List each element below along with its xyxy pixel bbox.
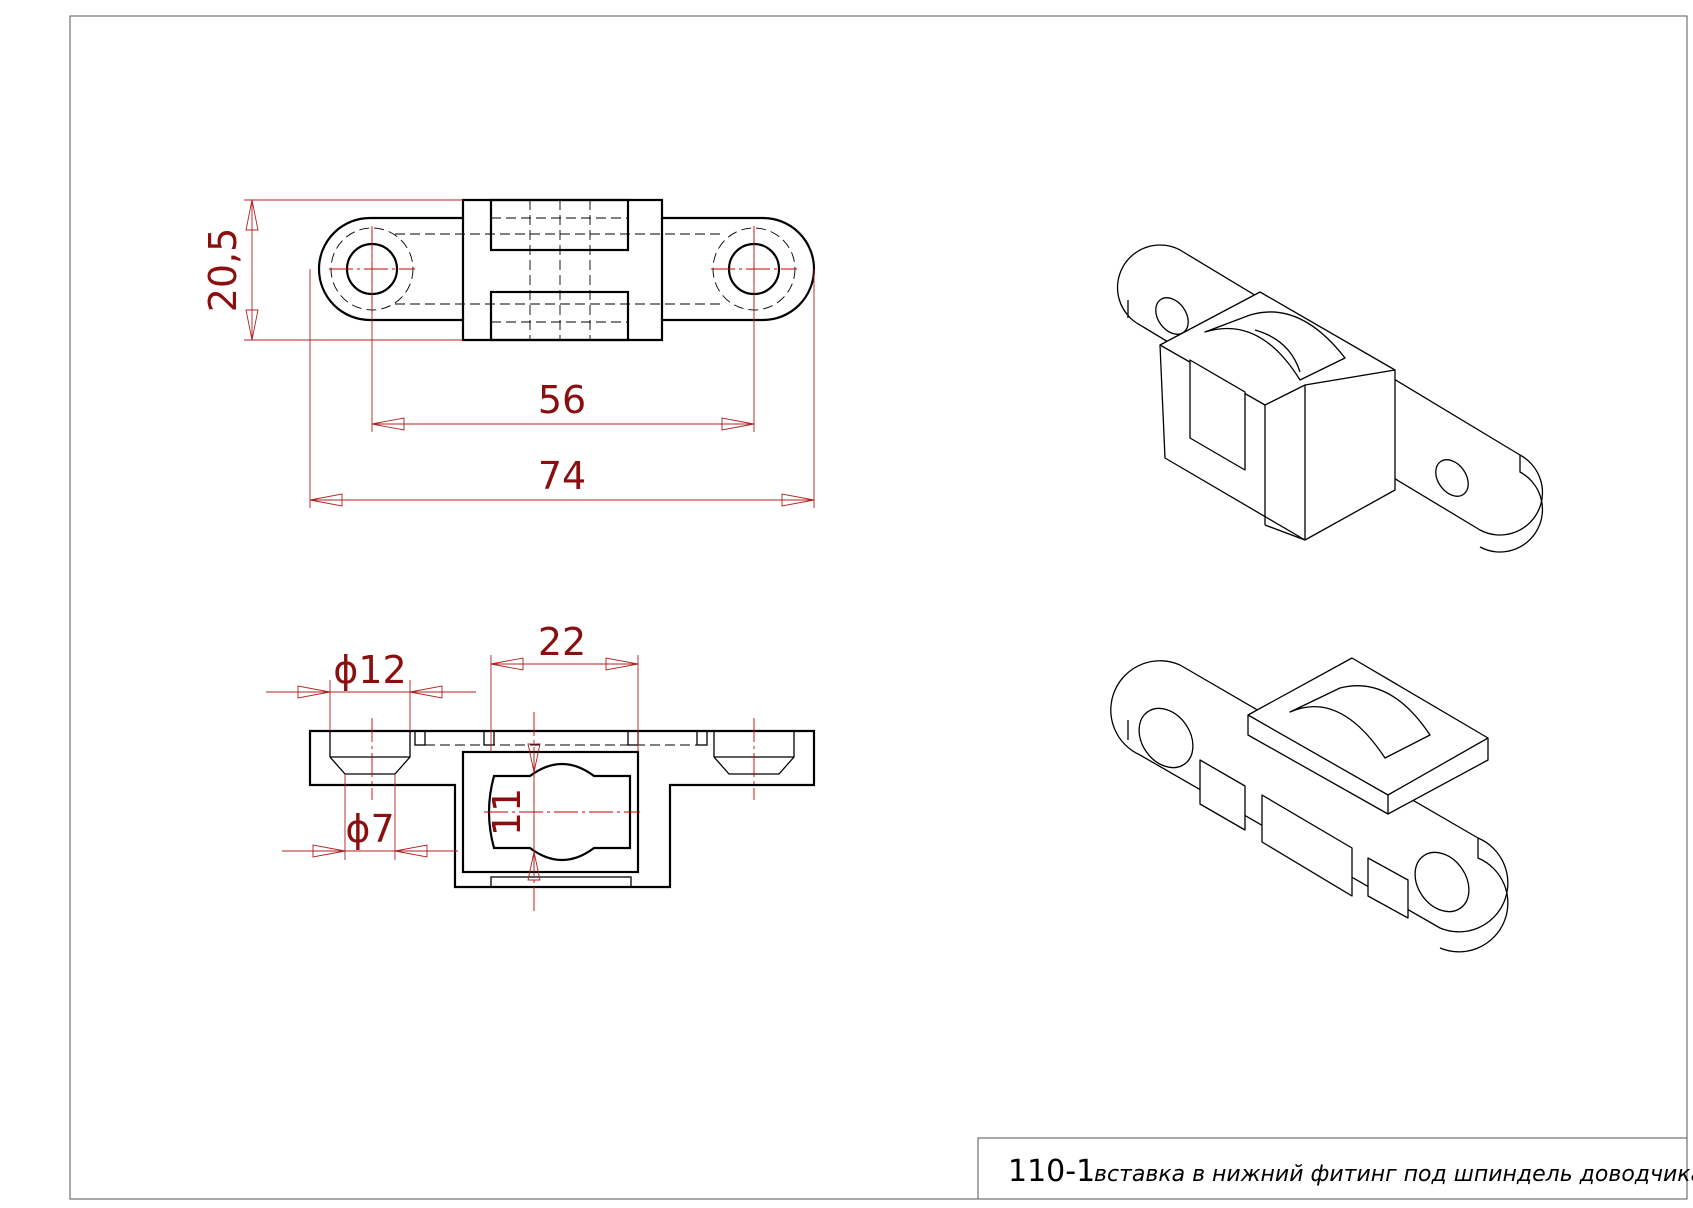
dim-profile-height-text: 11 [485,788,529,836]
dimension-arrow [309,493,343,507]
section-view [308,712,816,915]
iso-hole [1435,459,1469,497]
iso-window [1261,794,1353,897]
drawing-code: 110-1 [1008,1154,1095,1189]
isometric-view-top [1116,244,1544,553]
dimension-arrow [297,685,331,699]
dimension-arrow [394,844,428,858]
lower-slot [489,290,630,342]
section-outline [308,729,816,889]
iso-spindle-cavity [1289,685,1431,759]
dimension-arrow [245,309,259,341]
dimension-arrow [245,199,259,231]
iso-raised-block-edges [1247,714,1489,814]
dim-hole-diameter-text: ϕ7 [345,807,394,851]
iso-window [1367,857,1409,919]
groove [414,730,426,746]
drawing-frame [69,15,1688,1200]
top-view-outline [317,198,816,342]
section-view-dimensions: 22 ϕ12 ϕ7 11 [266,620,639,881]
isometric-view-bottom [1110,657,1509,953]
iso-cavity-edge [1254,329,1301,373]
dimension-arrow [721,417,755,431]
dimension-arrow [409,685,443,699]
iso-flange-edge [1127,300,1544,553]
dimension-arrow [781,493,815,507]
iso-spindle-cavity [1204,311,1346,381]
dimension-arrow [312,844,346,858]
dim-counterbore-text: ϕ12 [333,648,406,692]
groove [483,730,495,746]
iso-block-edges [1264,385,1306,541]
iso-window [1199,759,1246,831]
upper-slot [489,198,630,252]
dimension-arrow [527,851,541,881]
dimension-arrow [527,743,541,773]
groove [696,730,708,746]
dim-slot-width-text: 22 [538,620,586,664]
iso-block-window [1189,359,1246,471]
iso-plate-edge [1127,720,1509,953]
spindle-profile [487,763,632,861]
iso-hole [1138,707,1194,769]
drawing-title: вставка в нижний фитинг под шпиндель дов… [1094,1162,1693,1187]
iso-base-plate [1110,660,1509,933]
top-view [317,198,816,342]
groove [627,730,639,746]
title-block: 110-1 вставка в нижний фитинг под шпинде… [977,1137,1693,1200]
top-view-dimensions: 20,5 56 74 [201,199,815,508]
dimension-arrow [371,417,405,431]
dim-hole-spacing-text: 56 [538,378,586,422]
left-counterbore [329,731,411,775]
dimension-arrow [490,657,524,671]
title-block-frame [977,1137,1688,1200]
bottom-slot [490,876,632,888]
iso-hole [1414,851,1470,913]
dimension-arrow [605,657,639,671]
dim-overall-length-text: 74 [538,454,586,498]
dim-height-text: 20,5 [201,228,245,313]
